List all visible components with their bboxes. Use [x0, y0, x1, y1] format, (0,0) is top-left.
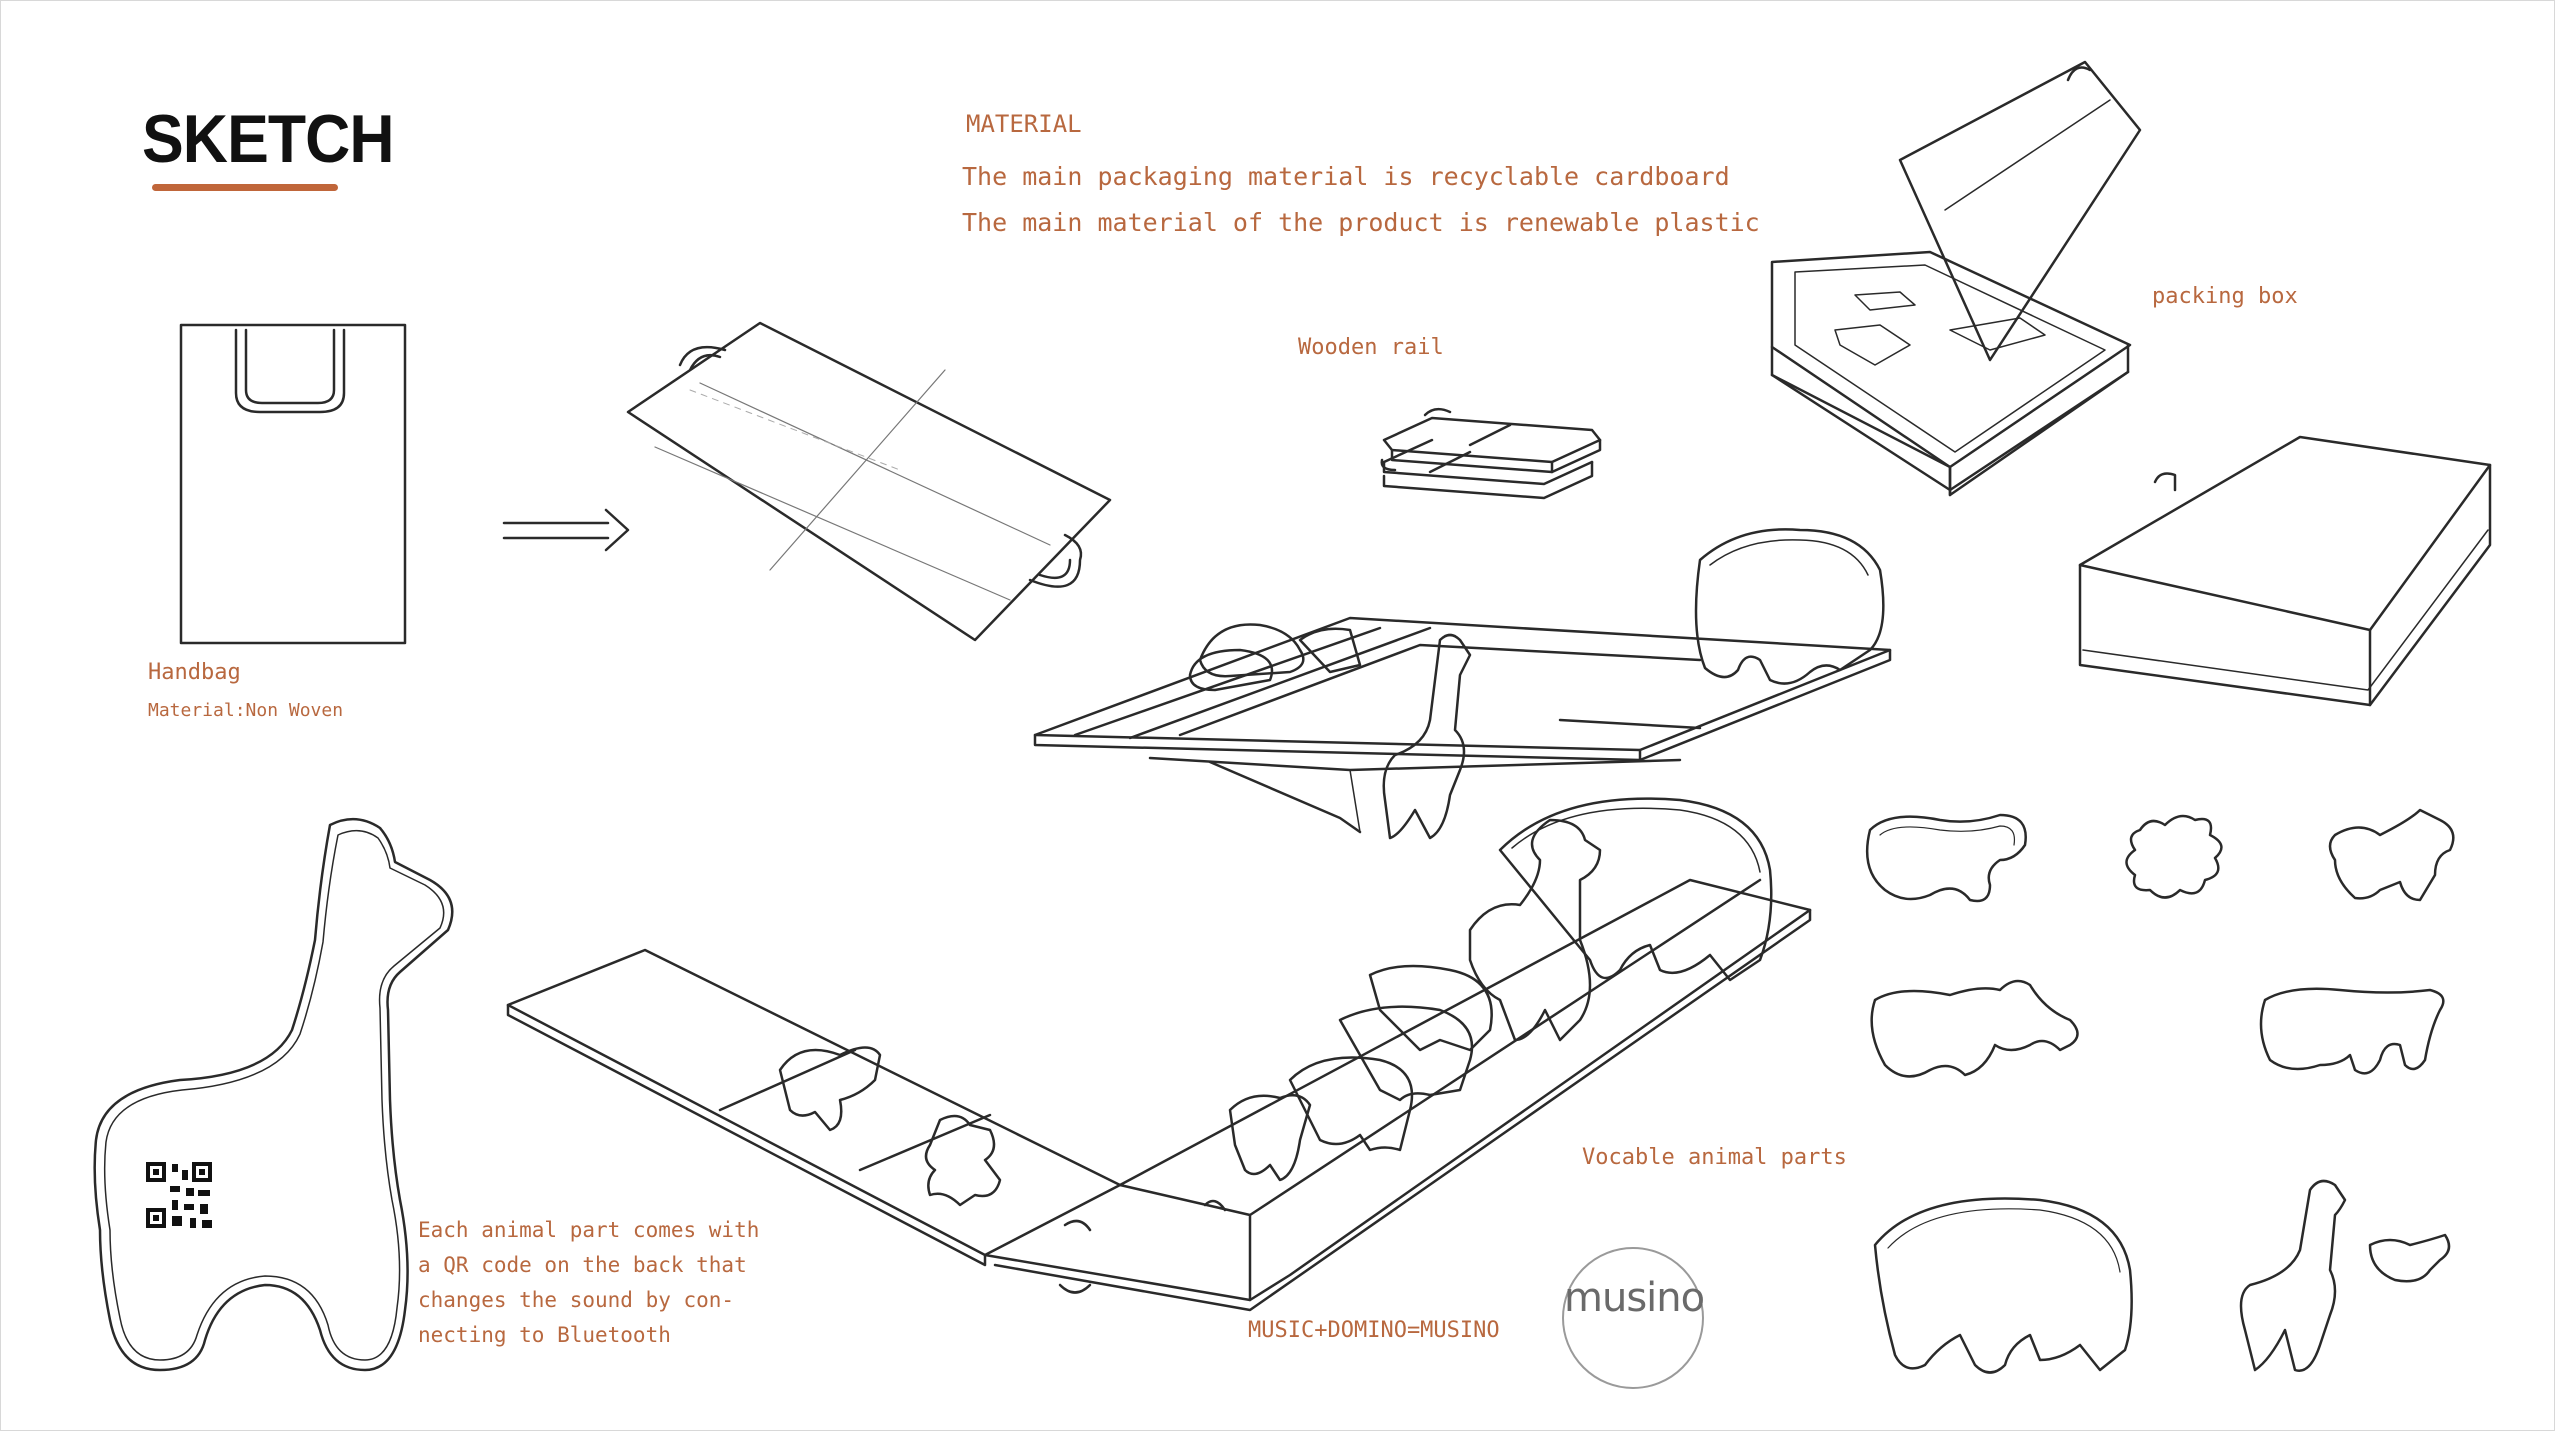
wooden-rail-drawing	[1380, 407, 1602, 500]
wooden-rail-label: Wooden rail	[1298, 335, 1444, 360]
material-title: MATERIAL	[966, 110, 1082, 138]
double-arrow-icon	[502, 508, 630, 552]
logo-text: musino	[1564, 1275, 1705, 1321]
lower-rail-assembly-drawing	[506, 797, 1812, 1312]
qr-code-icon	[146, 1162, 212, 1228]
packing-box-label: packing box	[2152, 284, 2298, 309]
handbag-drawing	[179, 323, 407, 645]
musino-logo: musino	[1562, 1247, 1705, 1389]
title-underline	[152, 184, 338, 191]
qr-note-line: Each animal part comes with	[418, 1218, 760, 1242]
unfolded-handbag-drawing	[626, 321, 1112, 642]
material-line-packaging: The main packaging material is recyclabl…	[962, 162, 1730, 191]
page-title: SKETCH	[142, 101, 395, 177]
handbag-material-label: Material:Non Woven	[148, 700, 344, 721]
material-line-product: The main material of the product is rene…	[962, 208, 1760, 237]
qr-note-line: changes the sound by con-	[418, 1288, 735, 1312]
vocable-parts-label: Vocable animal parts	[1582, 1145, 1847, 1170]
qr-note: Each animal part comes with a QR code on…	[418, 1213, 760, 1353]
handbag-label: Handbag	[148, 660, 241, 685]
closed-packing-box-drawing	[2078, 435, 2492, 707]
formula-label: MUSIC+DOMINO=MUSINO	[1248, 1318, 1500, 1343]
upper-rail-assembly-drawing	[1033, 528, 1892, 840]
open-packing-box-drawing	[1770, 60, 2142, 497]
qr-note-line: a QR code on the back that	[418, 1253, 747, 1277]
animal-parts-outlines	[1865, 808, 2455, 1374]
qr-note-line: necting to Bluetooth	[418, 1323, 671, 1347]
llama-tag-drawing	[93, 818, 454, 1372]
